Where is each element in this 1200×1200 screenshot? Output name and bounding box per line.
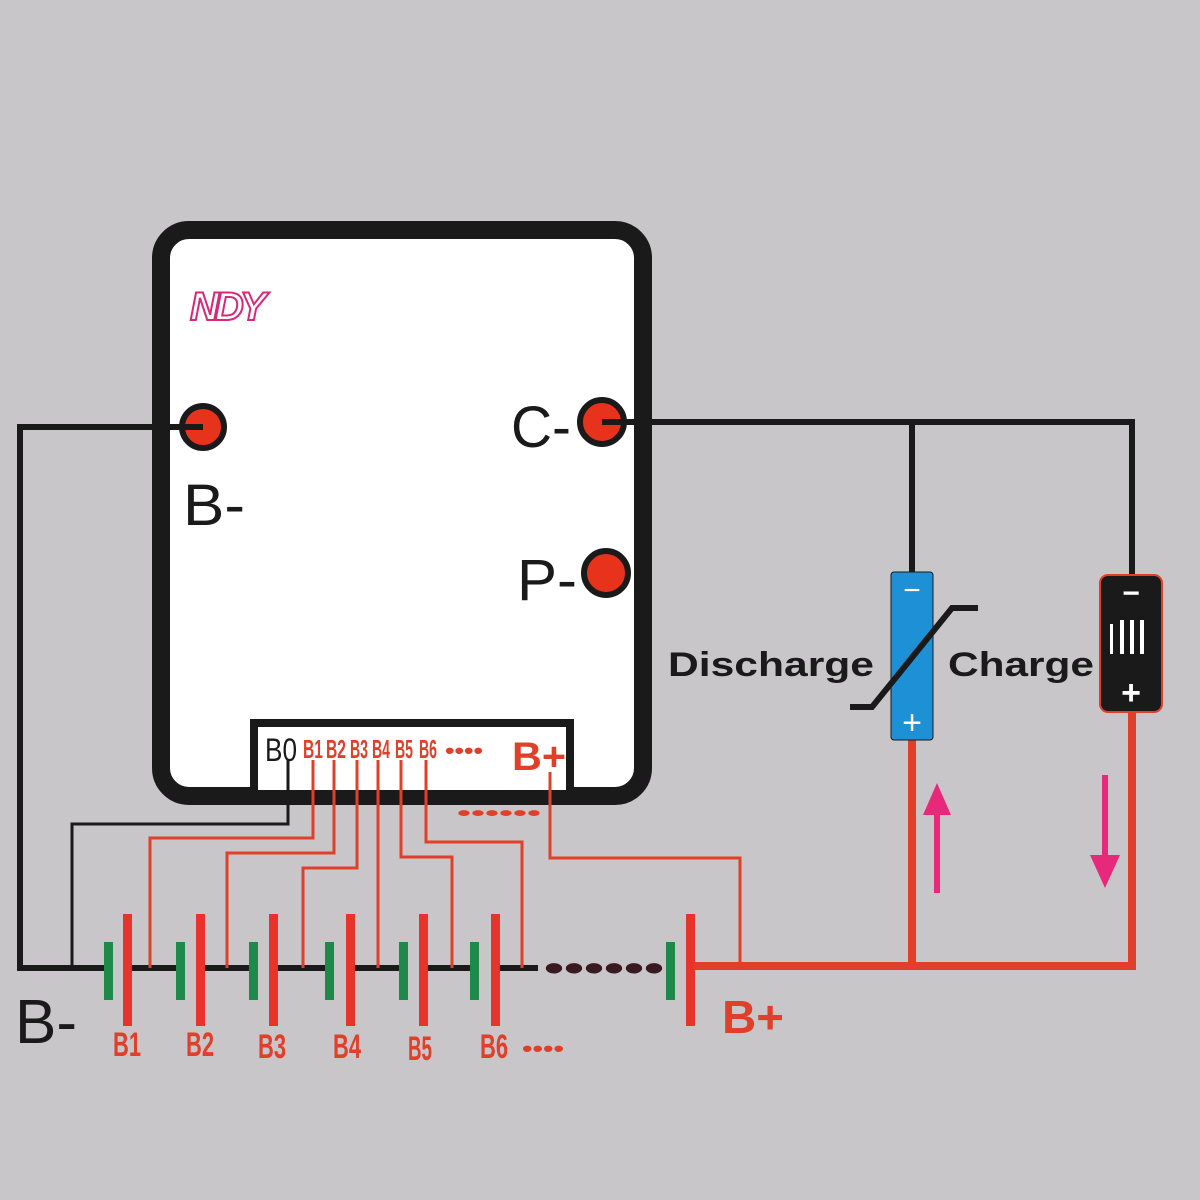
cell-label-b6: B6 — [480, 1028, 508, 1066]
pin-b4: B4 — [372, 734, 390, 764]
cell-label-b3: B3 — [258, 1028, 286, 1066]
brand-logo: NDY — [190, 285, 270, 329]
terminal-c-minus-label: C- — [511, 395, 571, 460]
wire-b1 — [148, 760, 315, 968]
wire-b-minus-main — [17, 424, 203, 971]
black-wires — [17, 419, 1135, 971]
charger-plus: + — [1121, 674, 1141, 712]
cell-b3-positive — [269, 914, 278, 1026]
cell-label-b4: B4 — [333, 1028, 361, 1066]
pack-negative-label: B- — [15, 988, 77, 1057]
cell-b1-negative — [104, 942, 113, 1000]
wire-b5 — [399, 760, 454, 968]
discharge-label: Discharge — [668, 646, 874, 684]
cell-b3-negative — [249, 942, 258, 1000]
cell-b5-positive — [419, 914, 428, 1026]
charger-minus: − — [1122, 577, 1140, 610]
balance-connector — [250, 719, 574, 798]
balance-wires — [148, 760, 742, 968]
charger-bars-icon — [1110, 620, 1144, 654]
pin-b5: B5 — [395, 734, 413, 764]
wire-b0 — [70, 760, 290, 968]
terminal-b-minus-label: B- — [183, 473, 245, 538]
cell-b2-negative — [176, 942, 185, 1000]
cell-label-dots: •••• — [522, 1036, 564, 1061]
discharge-current-arrow-icon — [923, 783, 951, 893]
pin-b-plus: B+ — [512, 735, 566, 779]
cell-label-b5: B5 — [408, 1030, 432, 1068]
terminal-p-minus — [581, 548, 631, 598]
pin-b2: B2 — [326, 734, 346, 764]
terminal-p-minus-label: P- — [517, 548, 577, 613]
wire-b-plus-sense — [548, 772, 742, 968]
wire-b2 — [225, 760, 336, 968]
pin-b6: B6 — [419, 734, 437, 764]
load-minus: − — [903, 574, 921, 607]
pin-ellipsis: •••• — [445, 738, 483, 763]
load-plus: + — [902, 704, 922, 742]
cell-b5-negative — [399, 942, 408, 1000]
cell-label-b1: B1 — [113, 1026, 141, 1064]
battery-cells — [104, 914, 695, 1026]
variable-resistor-arrow — [850, 605, 978, 710]
wire-c-minus-bus — [602, 419, 1135, 575]
connector-dots: •••••• — [457, 803, 541, 825]
charge-current-arrow-icon — [1090, 775, 1120, 888]
pin-b0: B0 — [265, 732, 297, 768]
cell-label-b2: B2 — [186, 1026, 214, 1064]
cell-b4-positive — [346, 914, 355, 1026]
pin-b3: B3 — [350, 734, 368, 764]
cell-last-positive — [686, 914, 695, 1026]
cell-b4-negative — [325, 942, 334, 1000]
pack-positive-label: B+ — [722, 991, 784, 1043]
wire-b-plus-main — [693, 712, 1136, 970]
wire-b3 — [301, 760, 359, 968]
cell-b2-positive — [196, 914, 205, 1026]
pack-gap-dots: •••••• — [544, 947, 664, 988]
cell-last-negative — [666, 942, 675, 1000]
charge-label: Charge — [948, 646, 1094, 684]
cell-b6-positive — [491, 914, 500, 1026]
wire-b6 — [424, 760, 524, 968]
power-wires — [693, 712, 1136, 970]
pin-b1: B1 — [303, 734, 323, 764]
cell-b6-negative — [470, 942, 479, 1000]
cell-b1-positive — [123, 914, 132, 1026]
